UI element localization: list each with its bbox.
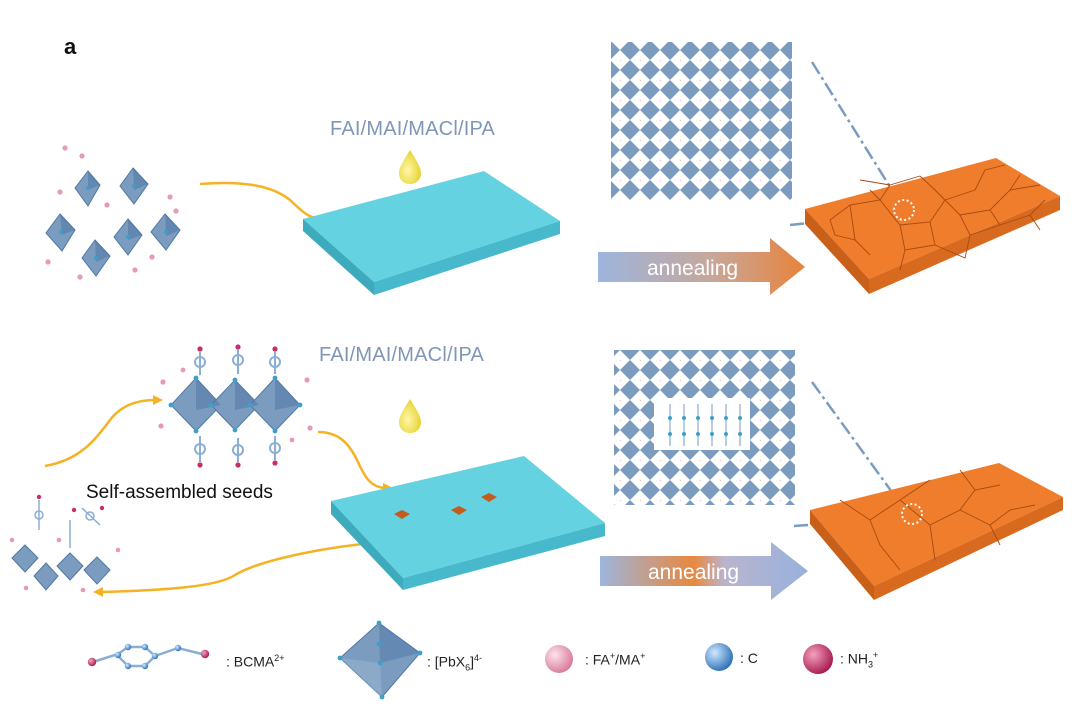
legend-bcma-icon [87,643,210,670]
legend-pbx6-charge: 4- [474,653,483,663]
legend-fa-charge: + [609,651,616,661]
legend-nh3-icon [803,644,833,674]
reagent-label-bottom: FAI/MAI/MACl/IPA [319,344,485,366]
annealing-label-bottom: annealing [648,561,740,584]
legend-pbx6-text: : [PbX [427,653,466,670]
annealing-label-top: annealing [647,257,739,280]
perovskite-lattice-bottom [614,350,795,505]
seed-flow-arrows [44,398,399,594]
legend-c-label: : C [740,651,758,665]
legend-nh3-label: : NH3+ [840,651,878,669]
legend-c-icon [705,643,733,671]
reagent-label-top: FAI/MAI/MACl/IPA [330,118,496,140]
perovskite-lattice-top [611,42,792,200]
legend-nh3-subscript: 3 [868,659,874,670]
legend-pbx6-label: : [PbX6]4- [427,654,482,672]
annealing-arrow-top [598,238,805,295]
seeds-label: Self-assembled seeds [86,482,273,503]
legend-pbx6-bracket: ] [470,653,475,670]
legend-bcma-text: : BCMA [226,653,275,670]
legend-nh3-charge: + [873,650,879,660]
legend-ma-charge: + [640,651,646,661]
transfer-arrow-top [199,181,331,222]
legend-pbx6-icon [337,620,423,700]
film-top [805,158,1060,294]
loose-precursor-cluster [9,494,121,593]
legend-fa-icon [545,645,573,673]
legend-bcma-charge: 2+ [274,653,285,663]
substrate-top [303,171,560,295]
film-bottom [810,463,1063,600]
legend-c-text: : C [740,650,758,666]
droplet-bottom [399,399,421,433]
legend-fa-label: : FA+/MA+ [585,652,645,667]
annealing-arrow-bottom [600,542,808,600]
droplet-top [399,150,421,184]
octahedra-cluster-top [45,145,181,280]
legend-pbx6-subscript: 6 [465,662,471,673]
legend-nh3-text: : NH [840,650,868,667]
substrate-bottom [331,456,605,590]
panel-label: a [64,34,77,59]
legend-bcma-label: : BCMA2+ [226,654,285,669]
legend-ma-text: /MA [615,651,641,668]
bcma-octahedra-chain [158,344,313,468]
legend-fa-text: : FA [585,651,610,668]
